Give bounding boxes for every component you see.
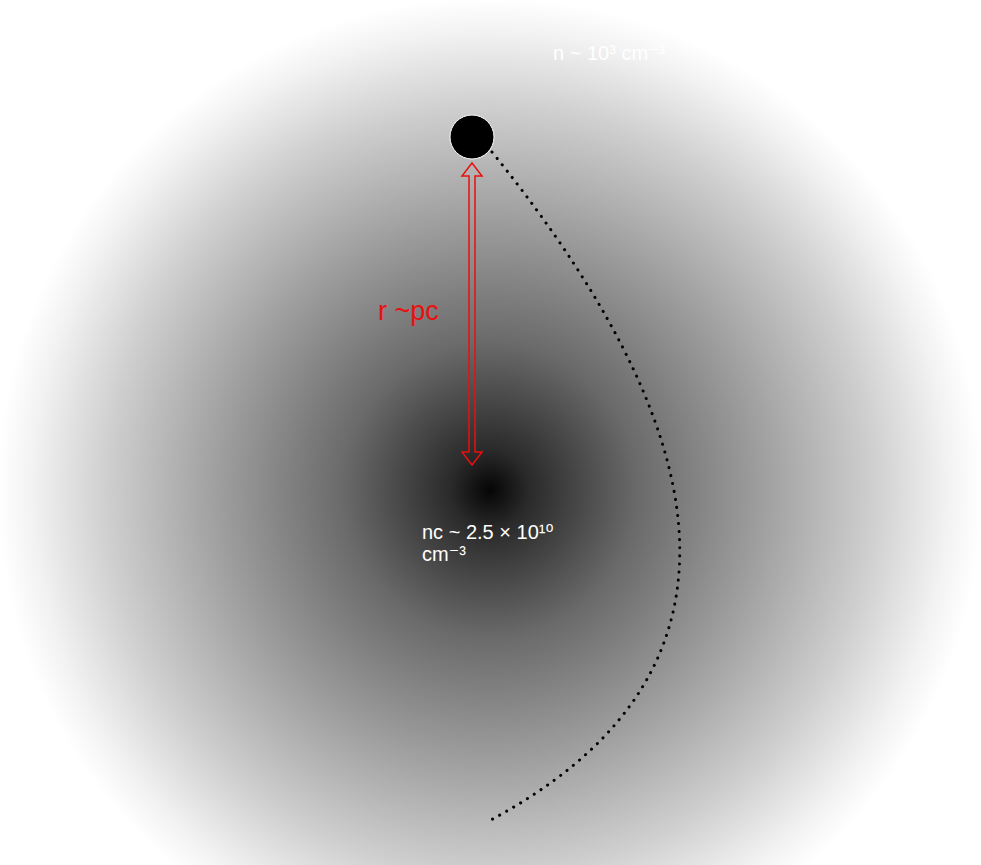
distance-arrow [462, 163, 482, 465]
density-label: n ~ 10³ cm⁻³ [553, 42, 665, 64]
central-density-label: nc ~ 2.5 × 10¹⁰ cm⁻³ [422, 521, 594, 565]
distance-label: r ~pc [378, 297, 439, 327]
black-hole [450, 115, 494, 159]
orbit-path [487, 152, 680, 822]
